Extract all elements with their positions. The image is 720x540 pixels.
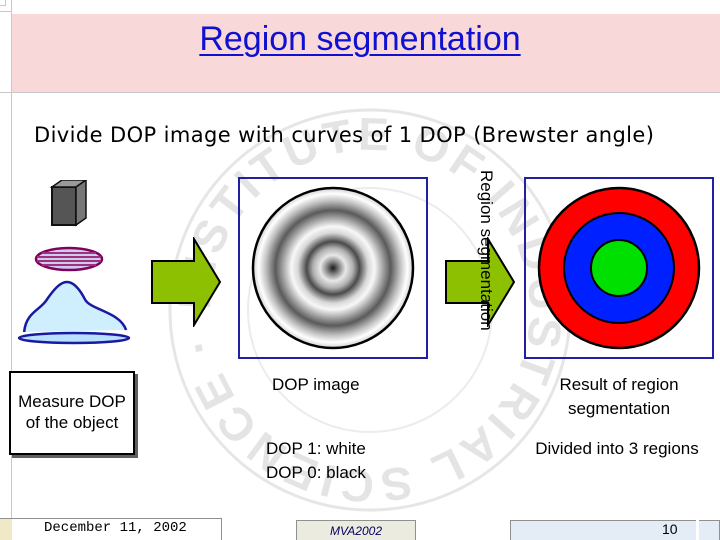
dop-legend-label: DOP 1: white DOP 0: black bbox=[266, 439, 366, 483]
polarizer-filter-icon bbox=[34, 246, 104, 272]
measure-dop-label: Measure DOP of the object bbox=[18, 392, 126, 432]
right-arrow-icon bbox=[151, 237, 222, 327]
slide-title: Region segmentation bbox=[199, 20, 521, 58]
transparent-object-icon bbox=[17, 280, 131, 345]
right-arrow-icon-2 bbox=[445, 237, 516, 327]
title-rule-line bbox=[0, 92, 720, 93]
footer-date: December 11, 2002 bbox=[44, 520, 187, 536]
left-rule-line bbox=[11, 0, 12, 540]
page-number: 10 bbox=[662, 521, 678, 537]
measure-dop-box: Measure DOP of the object bbox=[9, 371, 135, 455]
footer-conference: MVA2002 bbox=[296, 520, 416, 540]
divided-regions-label: Divided into 3 regions bbox=[535, 439, 699, 458]
result-label: Result of region segmentation bbox=[559, 375, 679, 419]
dop-image bbox=[251, 186, 415, 350]
measurement-setup bbox=[17, 180, 131, 345]
footer-right-panel bbox=[510, 520, 720, 540]
footer-left-tab bbox=[0, 518, 12, 540]
title-band bbox=[12, 14, 720, 92]
slide-subtitle: Divide DOP image with curves of 1 DOP (B… bbox=[34, 123, 655, 147]
footer-left-panel bbox=[12, 518, 222, 540]
dop-image-label: DOP image bbox=[272, 375, 360, 394]
corner-square-inner bbox=[0, 0, 6, 6]
region-segmentation-rotated-label: Region segmentation bbox=[477, 170, 496, 331]
footer-right-bar bbox=[696, 520, 699, 540]
segmentation-result-panel bbox=[524, 177, 714, 359]
dop-image-panel bbox=[238, 177, 428, 359]
camera-icon bbox=[49, 180, 88, 227]
segmentation-result-image bbox=[537, 186, 701, 350]
